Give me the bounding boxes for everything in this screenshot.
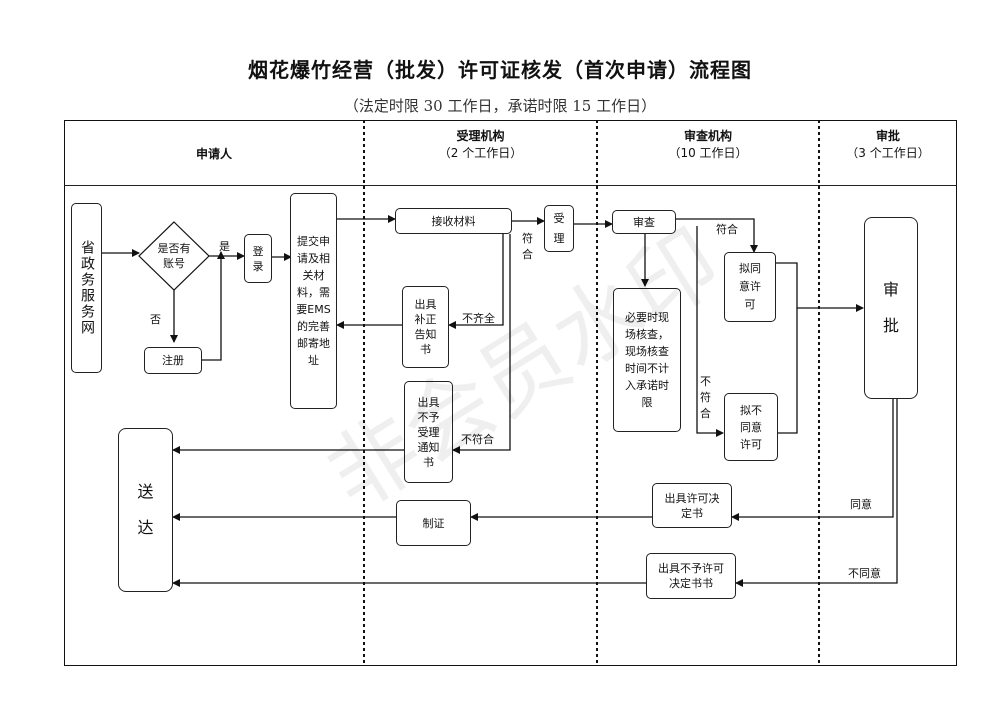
lane-subtitle: （3 个工作日） <box>846 146 930 160</box>
decision-label: 是否有账号 <box>157 242 191 270</box>
edge-label-not-qualified-1: 不符合 <box>461 433 494 446</box>
edge-approval-disagree <box>735 398 898 587</box>
deny-decision-label: 出具不予许可决定书书 <box>658 562 724 590</box>
propose-deny-label: 拟不同意许可 <box>740 403 762 451</box>
edge-review-to-deny <box>696 226 724 437</box>
approval-node: 审批 <box>864 217 918 399</box>
edge-label-no: 否 <box>150 313 161 326</box>
review-node: 审查 <box>612 210 676 234</box>
edge-label-not-qualified-2: 不符合 <box>700 374 712 422</box>
edge-label-agree: 同意 <box>850 498 872 511</box>
onsite-node: 必要时现场核查，现场核查时间不计入承诺时限 <box>613 288 681 432</box>
page-title: 烟花爆竹经营（批发）许可证核发（首次申请）流程图 <box>248 58 752 82</box>
submit-node: 提交申请及相关材料，需要EMS的完善邮寄地址 <box>290 193 337 409</box>
edge-deny-to-approval <box>778 304 864 434</box>
deny-decision-node: 出具不予许可决定书书 <box>646 553 736 599</box>
edge-label-disagree: 不同意 <box>848 567 881 580</box>
lane-subtitle: （10 工作日） <box>668 146 748 160</box>
edge-label-incomplete: 不齐全 <box>462 312 495 325</box>
register-node: 注册 <box>144 347 202 374</box>
portal-node: 省政务服务网 <box>71 203 102 373</box>
edge-label-yes: 是 <box>219 240 230 253</box>
not-qualified-2-text: 不符合 <box>700 375 711 420</box>
lane-title: 受理机构 <box>456 129 505 143</box>
accept-node: 受理 <box>544 205 574 252</box>
deliver-node: 送达 <box>118 428 173 592</box>
edge-label-qualified-2: 符合 <box>716 223 738 236</box>
accept-label: 受理 <box>553 211 565 245</box>
approval-label: 审批 <box>883 280 900 335</box>
reject-notice-node: 出具不予受理通知书 <box>404 381 453 483</box>
decision-has-account: 是否有账号 <box>146 240 202 272</box>
edge-approve-to-approval <box>776 262 798 308</box>
edge-register-to-login <box>202 251 225 361</box>
diagram-frame <box>64 120 957 666</box>
submit-label: 提交申请及相关材料，需要EMS的完善邮寄地址 <box>296 235 331 367</box>
edge-approval-agree <box>731 398 894 521</box>
correction-node: 出具补正告知书 <box>402 286 449 368</box>
lane-header-applicant: 申请人 <box>64 146 364 163</box>
page-subtitle: （法定时限 30 工作日，承诺时限 15 工作日） <box>343 97 657 115</box>
login-node: 登录 <box>244 234 272 283</box>
header-divider <box>64 185 957 186</box>
correction-label: 出具补正告知书 <box>414 298 437 356</box>
propose-deny-node: 拟不同意许可 <box>724 393 778 461</box>
lane-header-approval: 审批 （3 个工作日） <box>819 128 957 162</box>
propose-approve-label: 拟同意许可 <box>739 262 761 311</box>
permit-decision-label: 出具许可决定书 <box>664 491 720 520</box>
login-label: 登录 <box>252 244 264 273</box>
onsite-label: 必要时现场核查，现场核查时间不计入承诺时限 <box>625 311 669 409</box>
lane-title: 审查机构 <box>683 129 732 143</box>
permit-decision-node: 出具许可决定书 <box>652 483 732 528</box>
edge-receive-to-correction <box>448 234 504 329</box>
edge-review-to-approve <box>676 218 758 253</box>
lane-subtitle: （2 个工作日） <box>438 146 523 160</box>
deliver-label: 送达 <box>137 482 154 537</box>
lane-header-acceptance: 受理机构 （2 个工作日） <box>364 128 597 162</box>
qualified-1-text: 符合 <box>522 232 533 261</box>
receive-node: 接收材料 <box>395 208 512 234</box>
edge-receive-to-reject <box>452 234 511 454</box>
reject-notice-label: 出具不予受理通知书 <box>417 395 440 469</box>
edge-label-qualified-1: 符合 <box>522 231 534 263</box>
lane-title: 申请人 <box>195 147 232 161</box>
propose-approve-node: 拟同意许可 <box>724 252 776 322</box>
lane-header-review: 审查机构 （10 工作日） <box>597 128 819 162</box>
certificate-node: 制证 <box>396 500 471 546</box>
lane-title: 审批 <box>875 129 900 143</box>
